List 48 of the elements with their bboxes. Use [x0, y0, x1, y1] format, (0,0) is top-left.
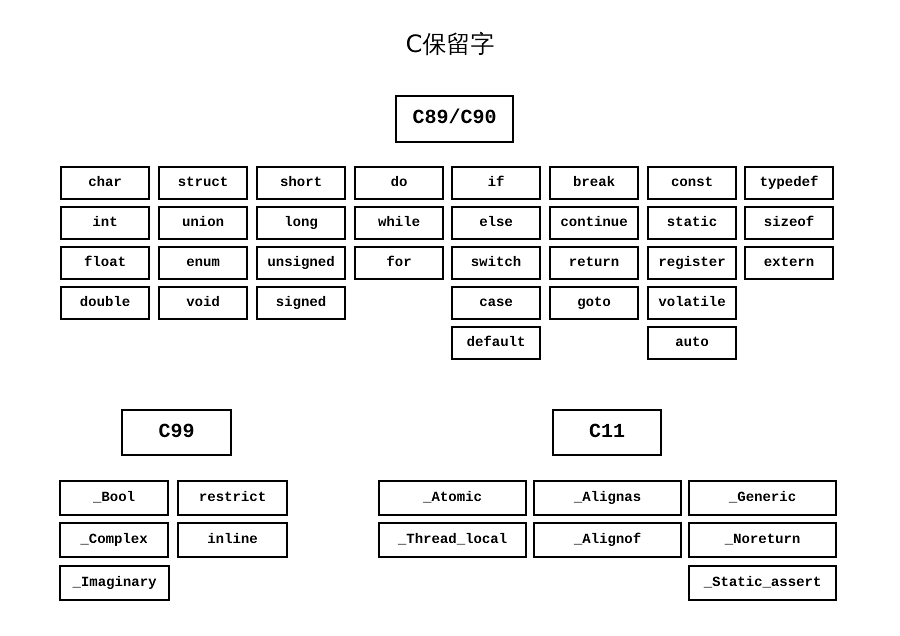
keyword-box: volatile [647, 286, 737, 320]
keyword-box: case [451, 286, 541, 320]
keyword-box: long [256, 206, 346, 240]
keyword-box: sizeof [744, 206, 834, 240]
keyword-box: _Thread_local [378, 522, 527, 558]
keyword-box: _Generic [688, 480, 837, 516]
keyword-box: default [451, 326, 541, 360]
keyword-box: _Static_assert [688, 565, 837, 601]
keyword-box: int [60, 206, 150, 240]
version-box: C11 [552, 409, 662, 456]
version-box: C99 [121, 409, 232, 456]
keyword-box: _Atomic [378, 480, 527, 516]
keyword-box: signed [256, 286, 346, 320]
keyword-box: typedef [744, 166, 834, 200]
keyword-box: continue [549, 206, 639, 240]
keyword-box: inline [177, 522, 288, 558]
diagram-title: C保留字 [406, 29, 494, 60]
keyword-box: _Complex [59, 522, 169, 558]
keyword-box: double [60, 286, 150, 320]
keyword-box: struct [158, 166, 248, 200]
version-box: C89/C90 [395, 95, 514, 143]
keyword-box: union [158, 206, 248, 240]
keyword-box: register [647, 246, 737, 280]
keyword-box: _Bool [59, 480, 169, 516]
keyword-box: static [647, 206, 737, 240]
keyword-box: extern [744, 246, 834, 280]
keyword-box: const [647, 166, 737, 200]
keyword-box: switch [451, 246, 541, 280]
keyword-box: char [60, 166, 150, 200]
keyword-box: for [354, 246, 444, 280]
keyword-box: return [549, 246, 639, 280]
keyword-box: unsigned [256, 246, 346, 280]
keyword-box: void [158, 286, 248, 320]
keyword-box: auto [647, 326, 737, 360]
keyword-box: _Noreturn [688, 522, 837, 558]
keyword-box: else [451, 206, 541, 240]
keyword-box: restrict [177, 480, 288, 516]
keyword-box: if [451, 166, 541, 200]
keyword-box: _Alignas [533, 480, 682, 516]
keyword-box: enum [158, 246, 248, 280]
keyword-box: _Alignof [533, 522, 682, 558]
keyword-box: float [60, 246, 150, 280]
keyword-box: short [256, 166, 346, 200]
keyword-box: goto [549, 286, 639, 320]
keyword-box: while [354, 206, 444, 240]
keyword-box: break [549, 166, 639, 200]
keyword-box: do [354, 166, 444, 200]
keyword-box: _Imaginary [59, 565, 170, 601]
